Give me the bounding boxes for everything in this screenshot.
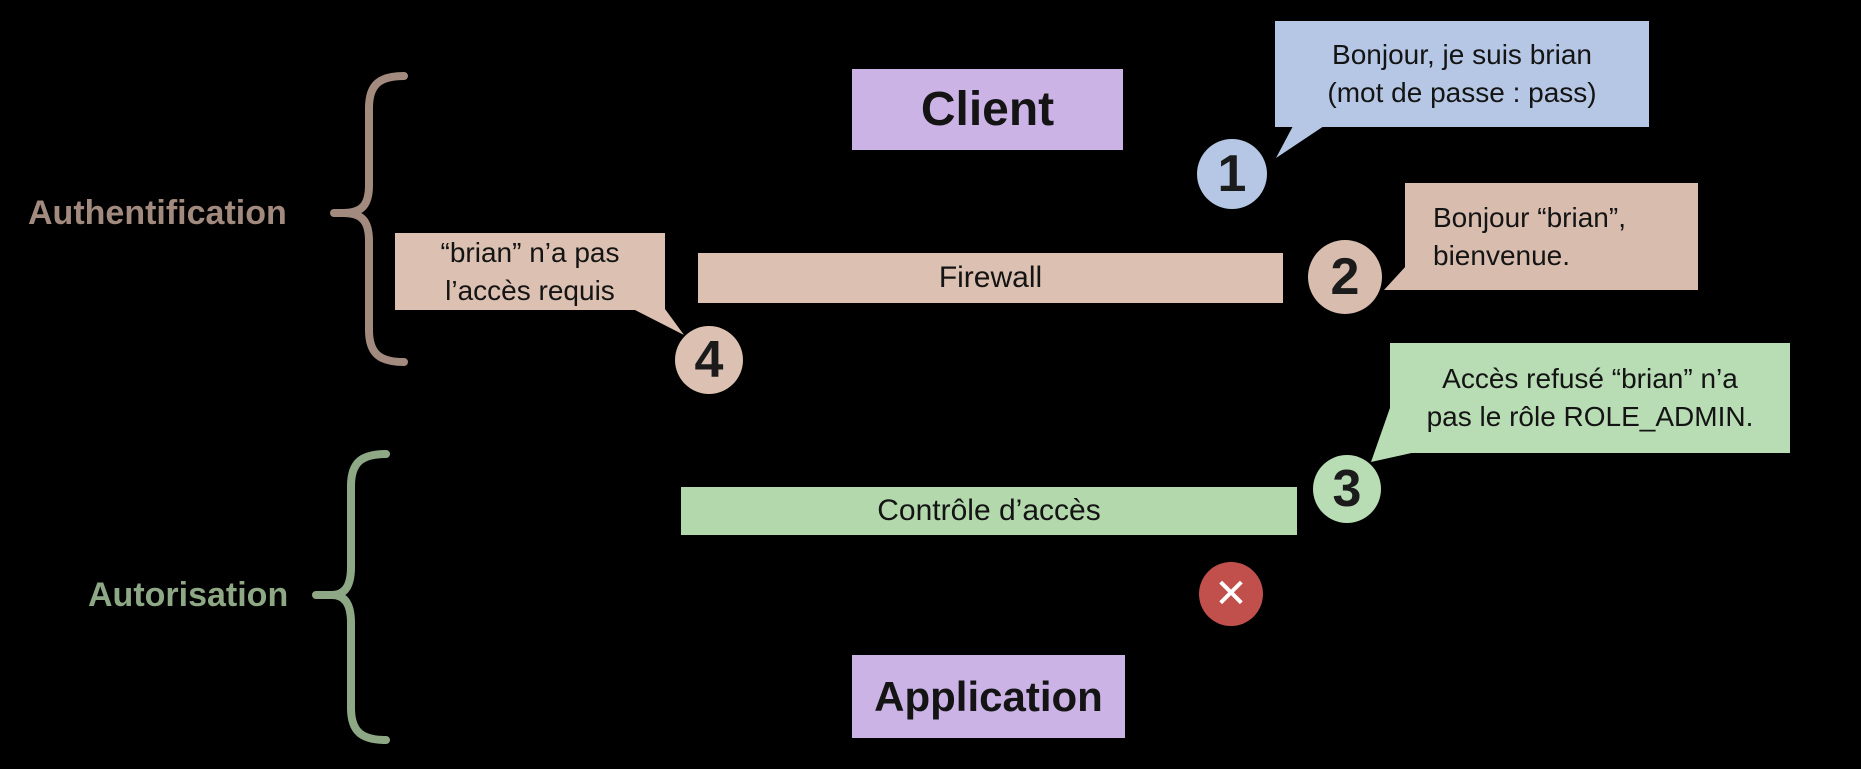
authorization-brace <box>331 450 390 744</box>
speech-bubble-welcome: Bonjour “brian”, bienvenue. <box>1405 183 1698 290</box>
speech-bubble-line: Bonjour “brian”, <box>1433 201 1626 233</box>
client-box: Client <box>852 69 1123 150</box>
speech-bubble-line: (mot de passe : pass) <box>1327 77 1597 108</box>
speech-bubble-line: Bonjour, je suis brian <box>1332 39 1592 70</box>
application-box: Application <box>852 655 1125 738</box>
authentication-brace <box>342 72 408 366</box>
step-4-badge: 4 <box>675 326 743 394</box>
step-3-badge: 3 <box>1313 455 1381 523</box>
step-1-badge: 1 <box>1197 139 1267 209</box>
speech-bubble-line: pas le rôle ROLE_ADMIN. <box>1426 401 1754 432</box>
speech-bubble-access-denied: Accès refusé “brian” n’a pas le rôle ROL… <box>1390 343 1790 453</box>
bubble-4-tail <box>633 309 684 335</box>
speech-bubble-line: Accès refusé “brian” n’a <box>1442 363 1738 394</box>
speech-bubble-login-request: Bonjour, je suis brian (mot de passe : p… <box>1275 21 1649 127</box>
authentication-section-label: Authentification <box>28 194 287 232</box>
firewall-bar: Firewall <box>698 253 1283 303</box>
bubble-1-tail <box>1276 126 1324 158</box>
step-2-badge: 2 <box>1308 240 1382 314</box>
access-control-bar: Contrôle d’accès <box>681 487 1297 535</box>
authorization-section-label: Autorisation <box>88 576 289 614</box>
speech-bubble-line: “brian” n’a pas <box>440 236 620 268</box>
speech-bubble-line: l’accès requis <box>445 274 615 306</box>
speech-bubble-no-access: “brian” n’a pas l’accès requis <box>395 233 665 310</box>
access-denied-icon: ✕ <box>1199 562 1263 626</box>
speech-bubble-line: bienvenue. <box>1433 239 1571 271</box>
bubble-2-tail <box>1384 266 1406 290</box>
